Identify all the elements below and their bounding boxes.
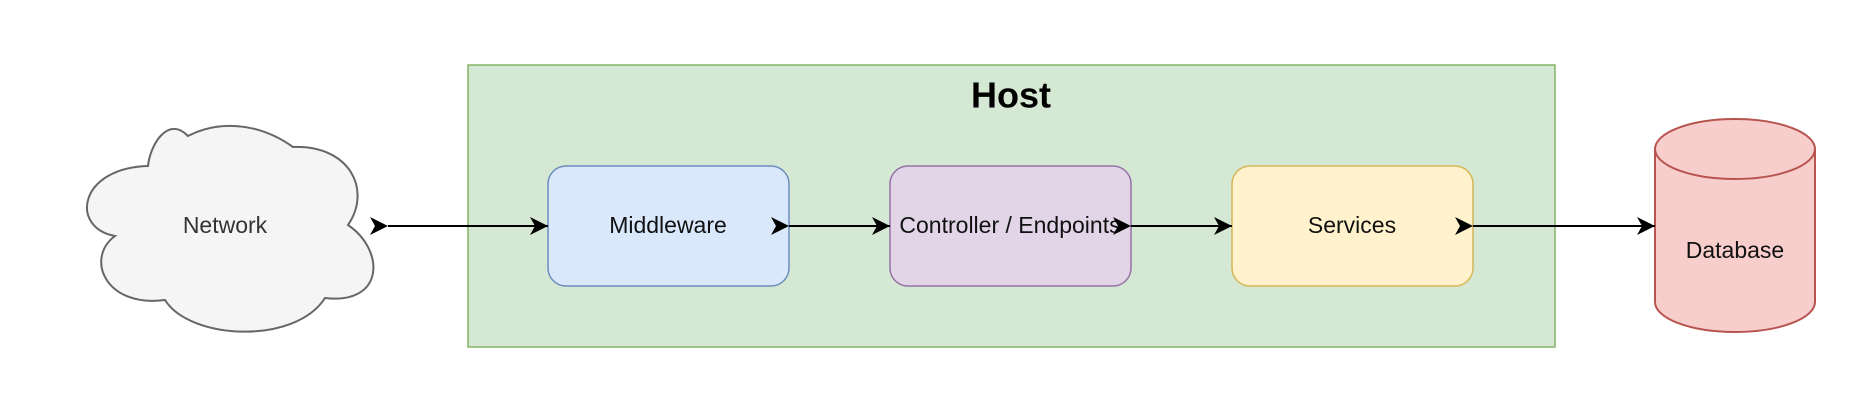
network-cloud: Network	[86, 124, 375, 333]
network-label: Network	[183, 212, 268, 238]
database-label: Database	[1686, 237, 1784, 263]
database-top	[1654, 118, 1816, 180]
middleware-node: Middleware	[547, 165, 790, 287]
host-title: Host	[971, 75, 1051, 116]
controller-label: Controller / Endpoints	[899, 212, 1120, 238]
middleware-label: Middleware	[609, 212, 727, 238]
services-node: Services	[1231, 165, 1474, 287]
database-body	[1654, 149, 1816, 333]
services-label: Services	[1308, 212, 1396, 238]
database-node: Database	[1654, 118, 1816, 333]
cloud-shape	[86, 124, 375, 333]
controller-node: Controller / Endpoints	[889, 165, 1132, 287]
